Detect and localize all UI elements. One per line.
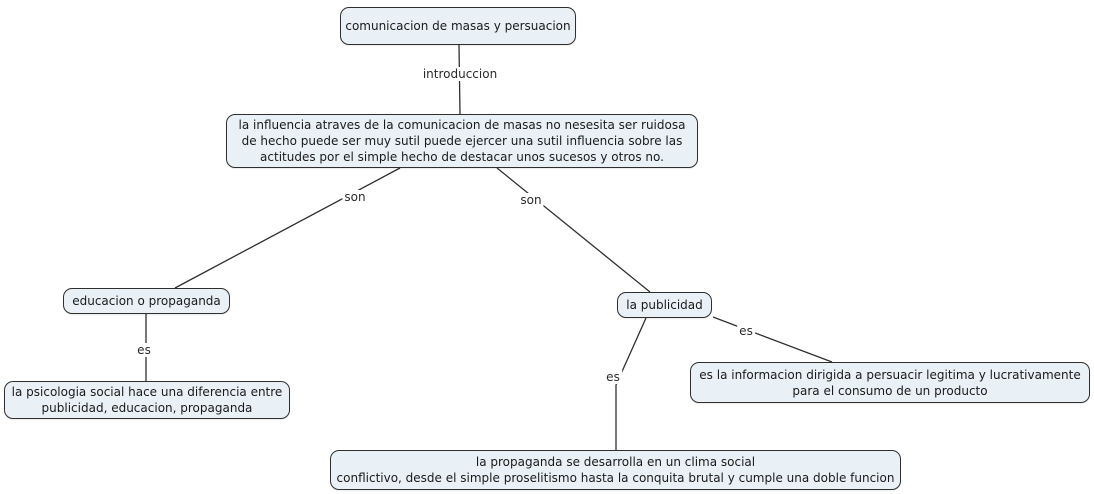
connector-publicidad-to-propaganda	[615, 317, 647, 450]
link-label-son-right[interactable]: son	[518, 193, 544, 207]
link-label-introduccion[interactable]: introduccion	[420, 67, 500, 81]
connector-publicidad-to-informacion	[712, 316, 833, 363]
concept-node-influencia[interactable]: la influencia atraves de la comunicacion…	[226, 114, 698, 168]
concept-node-comunicacion-de-masas[interactable]: comunicacion de masas y persuacion	[340, 7, 576, 45]
connector-influencia-to-publicidad	[496, 167, 651, 293]
link-label-son-left[interactable]: son	[342, 190, 368, 204]
concept-node-educacion-o-propaganda[interactable]: educacion o propaganda	[63, 288, 230, 314]
concept-node-la-publicidad[interactable]: la publicidad	[617, 292, 712, 318]
link-label-es-right[interactable]: es	[737, 324, 755, 338]
link-label-es-bottom[interactable]: es	[604, 370, 622, 384]
concept-node-propaganda-clima-social[interactable]: la propaganda se desarrolla en un clima …	[330, 450, 901, 490]
connector-influencia-to-educacion	[174, 167, 401, 289]
link-label-es-left[interactable]: es	[135, 343, 153, 357]
concept-node-psicologia-social[interactable]: la psicologia social hace una diferencia…	[4, 381, 290, 419]
concept-node-informacion-dirigida[interactable]: es la informacion dirigida a persuacir l…	[690, 362, 1090, 403]
